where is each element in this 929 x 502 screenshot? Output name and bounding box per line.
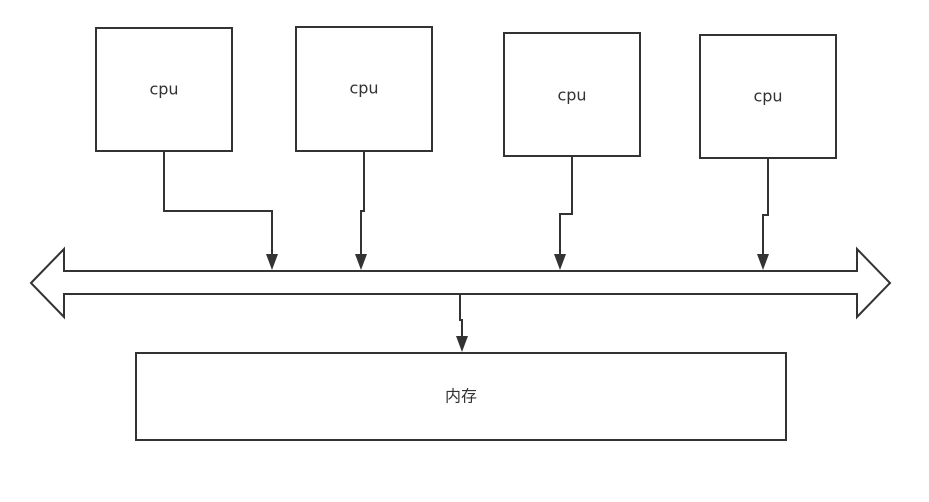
edge-cpu1-bus xyxy=(163,151,278,270)
connector-line xyxy=(559,156,573,256)
edge-cpu3-bus xyxy=(554,156,573,270)
arrowhead-icon xyxy=(355,254,367,270)
cpu-node-4: cpu xyxy=(699,34,837,159)
connector-line xyxy=(360,151,365,256)
arrowhead-icon xyxy=(757,254,769,270)
cpu-label: cpu xyxy=(349,79,378,98)
cpu-label: cpu xyxy=(149,80,178,99)
cpu-box xyxy=(295,26,433,152)
connector-line xyxy=(762,158,769,256)
cpu-box xyxy=(699,34,837,159)
edge-cpu2-bus xyxy=(355,151,367,270)
system-bus-arrow xyxy=(29,246,892,320)
edge-cpu4-bus xyxy=(757,158,769,270)
memory-node: 内存 xyxy=(135,352,787,441)
memory-box xyxy=(135,352,787,441)
connector-line xyxy=(459,294,463,338)
cpu-label: cpu xyxy=(557,86,586,105)
cpu-label: cpu xyxy=(753,87,782,106)
cpu-node-1: cpu xyxy=(95,27,233,152)
edge-bus-memory xyxy=(456,294,468,352)
memory-label: 内存 xyxy=(445,387,477,406)
connector-line xyxy=(163,151,273,256)
arrowhead-icon xyxy=(266,254,278,270)
cpu-node-2: cpu xyxy=(295,26,433,152)
arrowhead-icon xyxy=(456,336,468,352)
arrowhead-icon xyxy=(554,254,566,270)
cpu-box xyxy=(503,32,641,157)
cpu-node-3: cpu xyxy=(503,32,641,157)
